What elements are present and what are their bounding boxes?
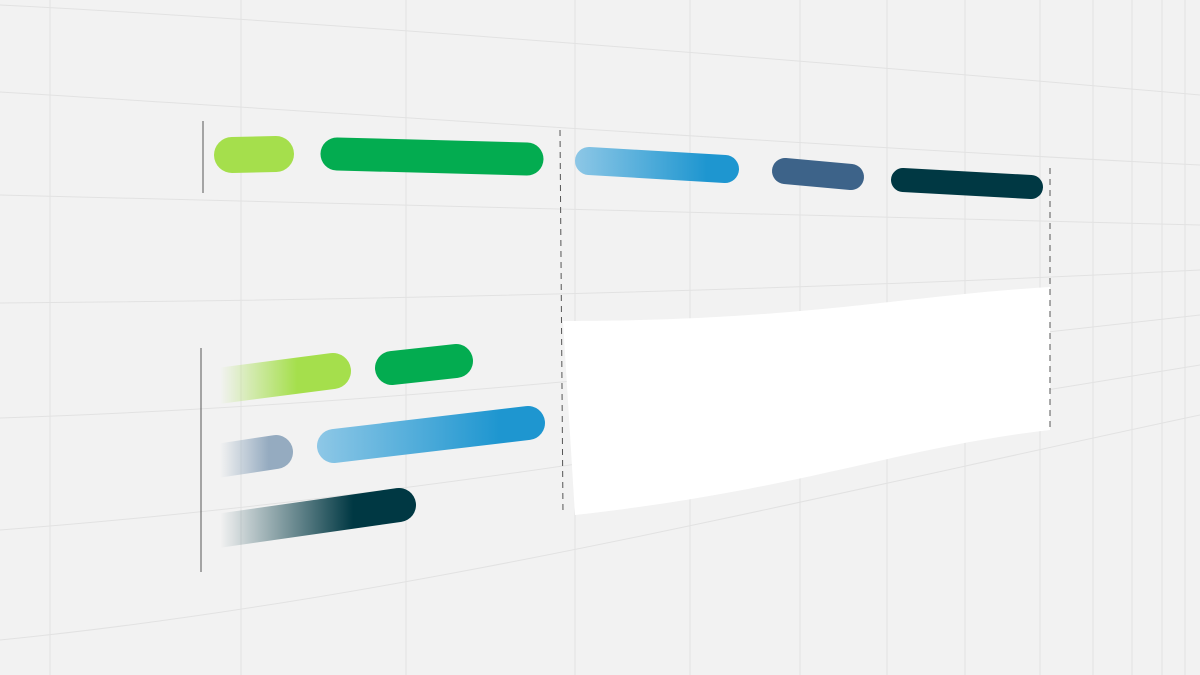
bar-bottom-5 <box>193 488 416 549</box>
bar-bottom-1 <box>192 353 351 405</box>
bar-top-2 <box>320 137 544 176</box>
bar-bottom-2 <box>375 344 473 385</box>
dashed-marker-left <box>559 129 564 516</box>
grid-line <box>0 194 1200 226</box>
grid-line <box>0 4 1200 96</box>
bar-top-4 <box>772 158 864 190</box>
highlight-panel <box>563 287 1050 515</box>
bar-top-5 <box>891 168 1043 199</box>
bar-top-1 <box>214 136 294 173</box>
bar-bottom-4 <box>317 406 545 463</box>
grid-line <box>0 414 1200 641</box>
bar-bottom-3 <box>193 435 293 479</box>
bars <box>192 136 1043 549</box>
bar-top-3 <box>575 147 739 183</box>
grid-line <box>0 91 1200 166</box>
grid-line <box>0 269 1200 304</box>
